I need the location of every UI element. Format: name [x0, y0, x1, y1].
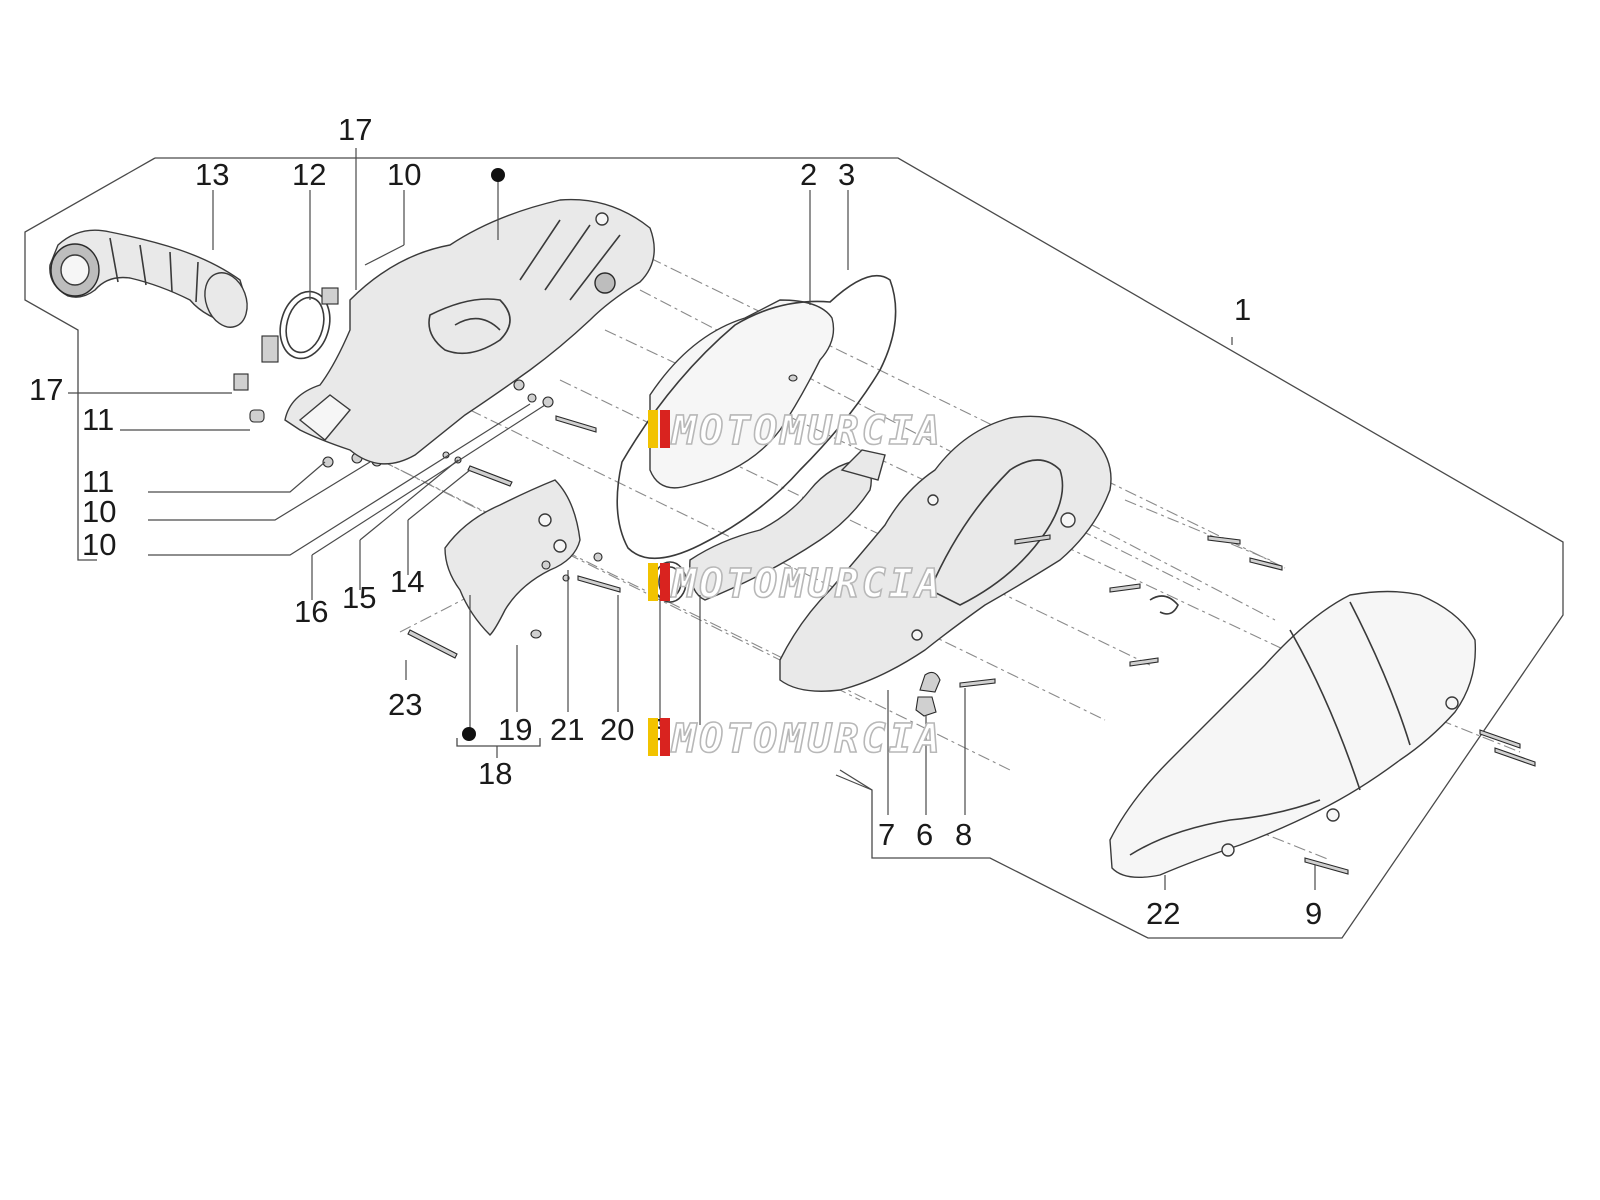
filter-element-2 [649, 299, 835, 489]
callout-17-top: 17 [338, 112, 372, 147]
gasket-3 [616, 274, 897, 560]
filter-housing-front [779, 415, 1112, 692]
callout-22: 22 [1146, 896, 1180, 931]
filter-housing-rear [284, 198, 655, 465]
callout-17-left: 17 [29, 372, 63, 407]
hose-clamp-12 [261, 290, 331, 363]
watermark-logo-red [660, 718, 670, 756]
callout-7: 7 [878, 817, 895, 852]
watermark-logo-yellow [648, 410, 658, 448]
marker-dot-top [491, 168, 505, 182]
callout-11-low: 11 [82, 464, 114, 499]
drain-parts-6-7-8 [915, 534, 1283, 717]
callout-1: 1 [1234, 292, 1251, 327]
watermark-2: MOTOMURCIA [648, 560, 943, 608]
leader-lines [68, 148, 1316, 890]
assembly-1-frame [155, 157, 1564, 939]
watermark-logo-yellow [648, 718, 658, 756]
watermark-logo-red [660, 563, 670, 601]
watermark-text: MOTOMURCIA [670, 408, 943, 454]
callout-labels: 1 2 3 5 6 7 8 9 10 10 10 11 11 12 13 14 … [29, 112, 1322, 931]
callout-10-low: 10 [82, 527, 116, 562]
shield-bracket-18 [407, 479, 621, 659]
callout-10-top: 10 [387, 157, 421, 192]
callout-10-mid: 10 [82, 494, 116, 529]
callout-16: 16 [294, 594, 328, 629]
callout-11-top: 11 [82, 402, 114, 437]
intake-boot-13 [49, 229, 248, 328]
callout-15: 15 [342, 580, 376, 615]
callout-20: 20 [600, 712, 634, 747]
watermark-1: MOTOMURCIA [648, 407, 943, 455]
callout-2: 2 [800, 157, 817, 192]
callout-3: 3 [838, 157, 855, 192]
watermark-3: MOTOMURCIA [648, 715, 943, 763]
callout-19: 19 [498, 712, 532, 747]
callout-21: 21 [550, 712, 584, 747]
callout-23: 23 [388, 687, 422, 722]
filter-cover-22 [1109, 590, 1536, 878]
callout-9: 9 [1305, 896, 1322, 931]
callout-13: 13 [195, 157, 229, 192]
callout-18: 18 [478, 756, 512, 791]
watermark-logo-red [660, 410, 670, 448]
bracket-18 [456, 738, 541, 747]
watermark-text: MOTOMURCIA [670, 561, 943, 607]
watermark-text: MOTOMURCIA [670, 716, 943, 762]
marker-dot-bottom [462, 727, 476, 741]
assembly-frames [24, 157, 1564, 939]
watermark-logo-yellow [648, 563, 658, 601]
callout-8: 8 [955, 817, 972, 852]
callout-14: 14 [390, 564, 424, 599]
left-group-frame [24, 157, 156, 561]
callout-6: 6 [916, 817, 933, 852]
callout-12: 12 [292, 157, 326, 192]
